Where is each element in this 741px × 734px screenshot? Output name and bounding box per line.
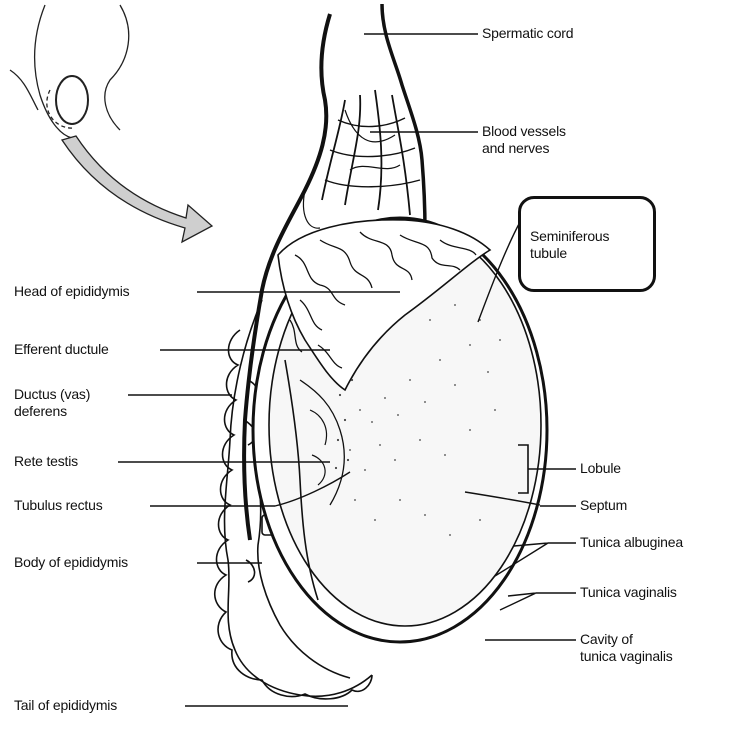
label-ductus-line1: Ductus (vas): [14, 386, 90, 403]
label-ductus-line2: deferens: [14, 403, 90, 420]
label-rete-testis: Rete testis: [14, 453, 78, 470]
label-seminiferous-tubule: Seminiferous tubule: [530, 228, 609, 262]
leader-tunica-vaginalis: [500, 593, 576, 610]
label-efferent-ductule: Efferent ductule: [14, 341, 109, 358]
label-cavity-line2: tunica vaginalis: [580, 648, 673, 665]
label-head-of-epididymis: Head of epididymis: [14, 283, 129, 300]
label-blood-vessels-line2: and nerves: [482, 140, 566, 157]
label-lobule: Lobule: [580, 460, 621, 477]
label-cavity-line1: Cavity of: [580, 631, 673, 648]
label-tunica-albuginea: Tunica albuginea: [580, 534, 683, 551]
label-tail-of-epididymis: Tail of epididymis: [14, 697, 117, 714]
label-spermatic-cord: Spermatic cord: [482, 25, 573, 42]
label-cavity-tunica-vaginalis: Cavity of tunica vaginalis: [580, 631, 673, 665]
inset-sketch: [10, 5, 129, 138]
testis-drawing: [253, 218, 547, 642]
label-blood-vessels: Blood vessels and nerves: [482, 123, 566, 157]
label-body-of-epididymis: Body of epididymis: [14, 554, 128, 571]
label-tubulus-rectus: Tubulus rectus: [14, 497, 103, 514]
pointer-arrow: [62, 136, 212, 242]
label-seminiferous-line2: tubule: [530, 245, 609, 262]
label-tunica-vaginalis: Tunica vaginalis: [580, 584, 677, 601]
label-blood-vessels-line1: Blood vessels: [482, 123, 566, 140]
label-ductus-deferens: Ductus (vas) deferens: [14, 386, 90, 420]
label-septum: Septum: [580, 497, 627, 514]
label-seminiferous-line1: Seminiferous: [530, 228, 609, 245]
